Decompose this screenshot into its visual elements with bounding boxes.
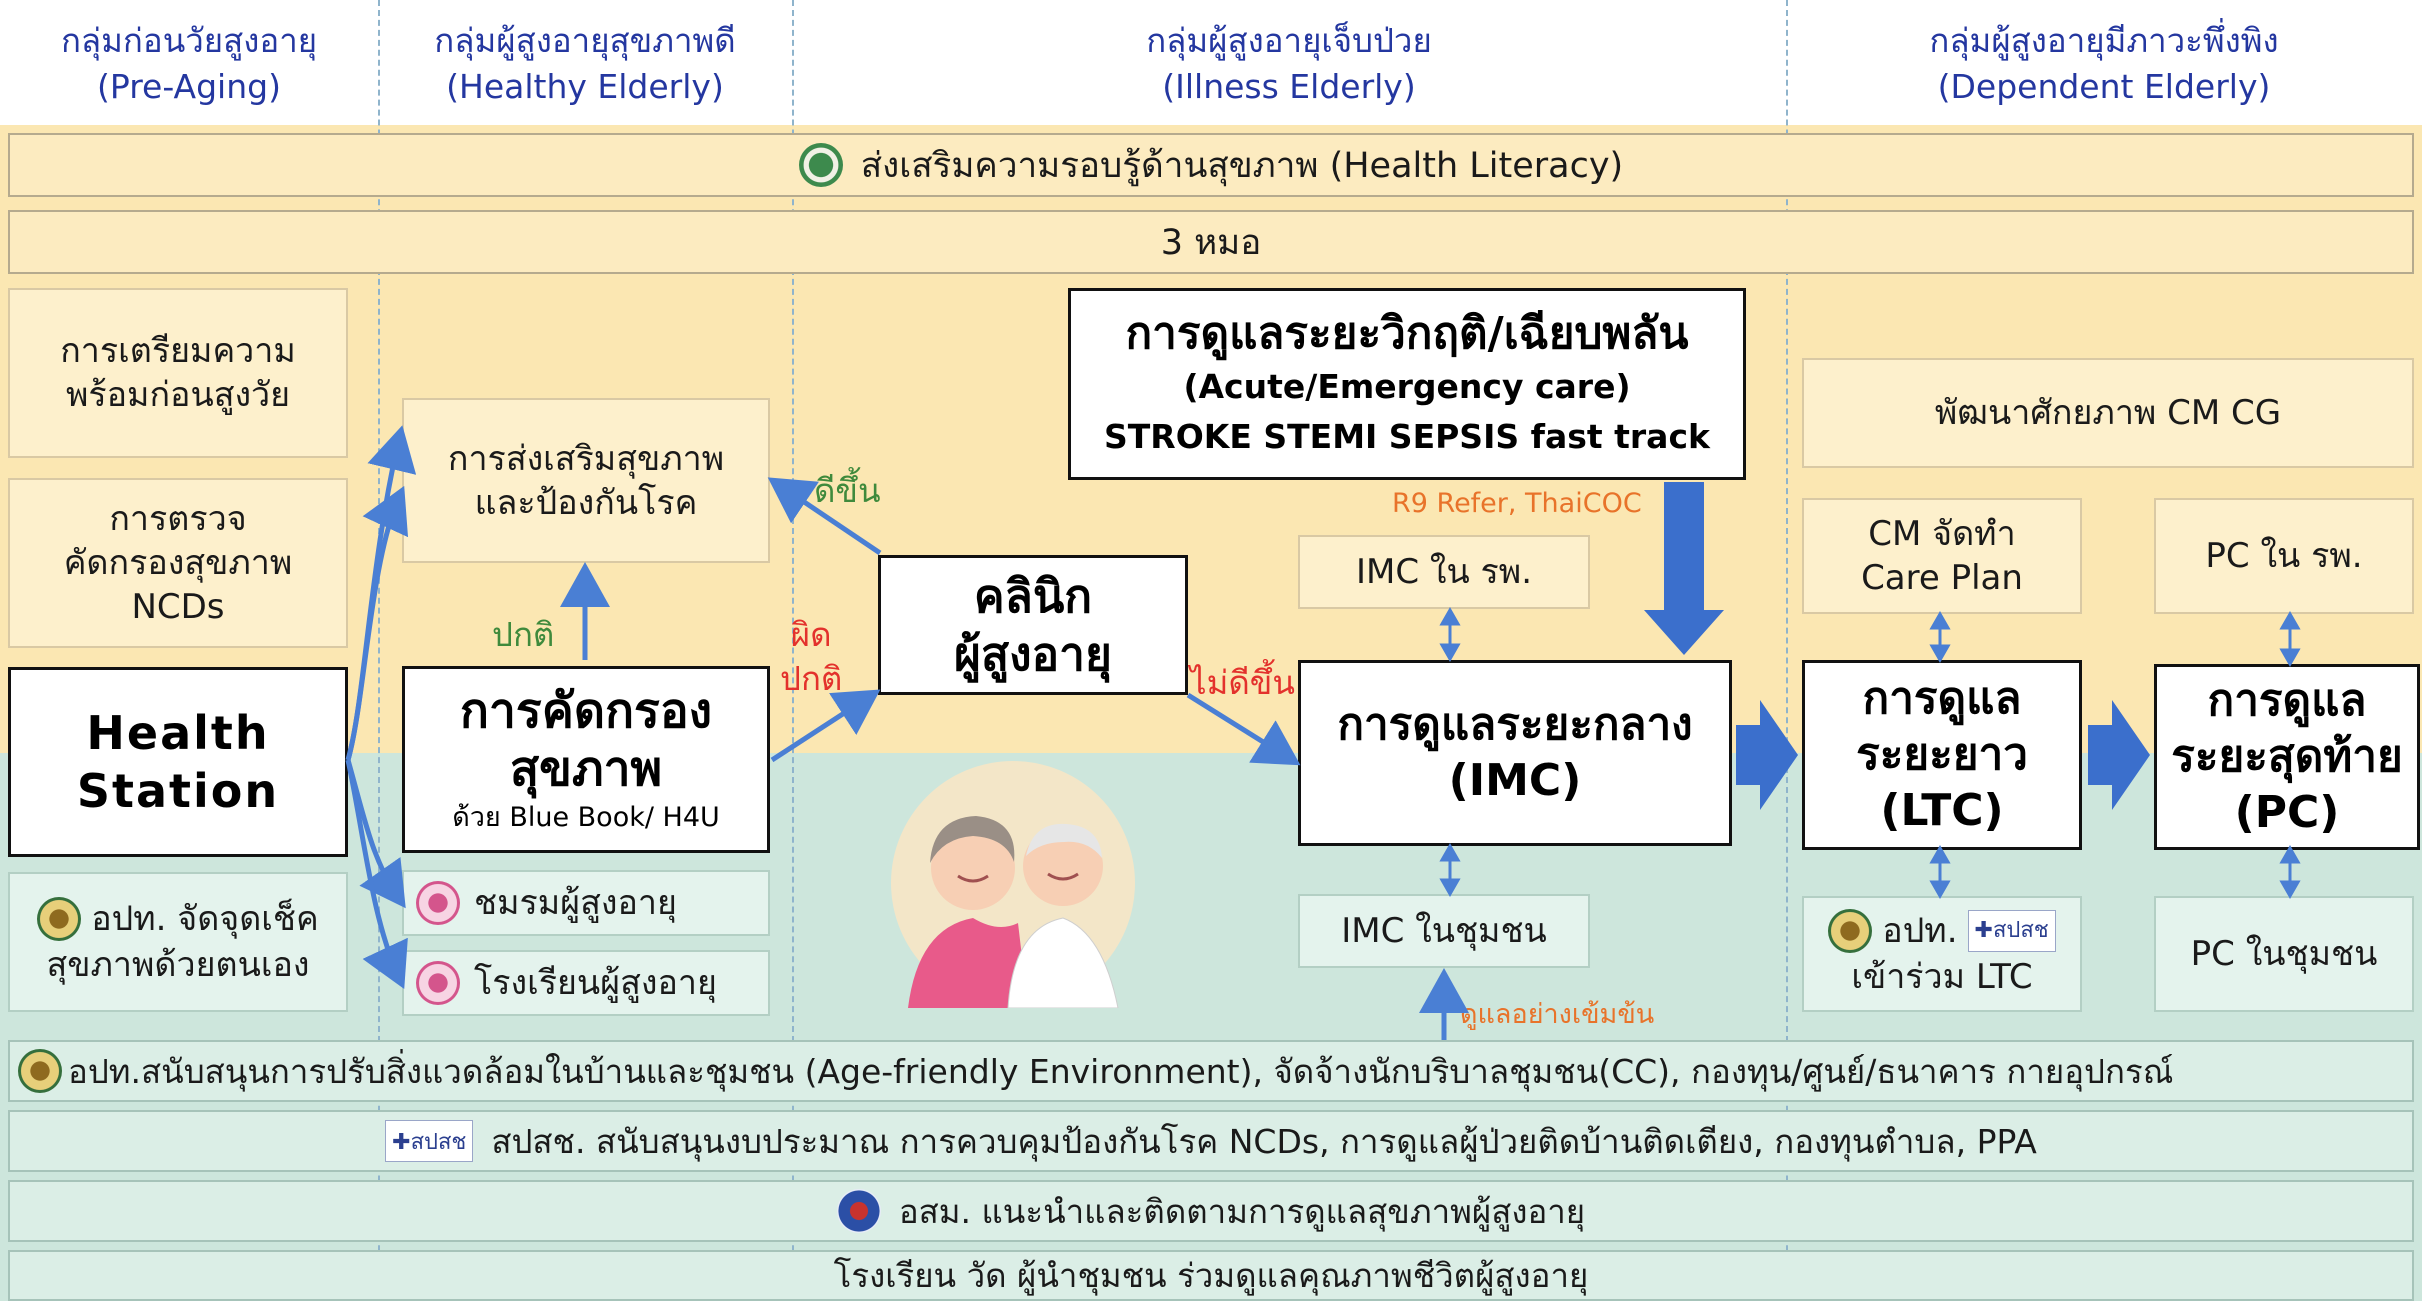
ltc-line: ระยะยาว <box>1856 729 2028 780</box>
health-screening-line: สุขภาพ <box>509 740 663 797</box>
better-label: ดีขึ้น <box>814 471 881 510</box>
pc-community-box: PC ในชุมชน <box>2154 896 2414 1012</box>
osm-emblem-icon <box>836 1189 881 1233</box>
three-mor-band: 3 หมอ <box>8 210 2414 274</box>
pc-line: การดูแล <box>2207 675 2367 726</box>
promotion-line: และป้องกันโรค <box>474 482 698 523</box>
column-divider <box>378 0 380 1301</box>
pc-hospital-box: PC ใน รพ. <box>2154 498 2414 614</box>
ltc-box: การดูแล ระยะยาว (LTC) <box>1802 660 2082 850</box>
imc-line: (IMC) <box>1448 755 1582 806</box>
health-station-line: Health <box>86 706 270 760</box>
elderly-clinic-box: คลินิก ผู้สูงอายุ <box>878 555 1188 695</box>
intensive-care-label: ดูแลอย่างเข้มข้น <box>1460 999 1655 1030</box>
nhso-band: ✚สปสช สปสช. สนับสนุนงบประมาณ การควบคุมป้… <box>8 1110 2414 1172</box>
column-title-th: กลุ่มผู้สูงอายุสุขภาพดี <box>434 21 736 60</box>
care-plan-line: Care Plan <box>1861 558 2023 598</box>
elderly-school-label: โรงเรียนผู้สูงอายุ <box>474 963 717 1003</box>
elderly-couple-illustration <box>891 761 1135 1008</box>
column-title-en: (Healthy Elderly) <box>446 67 724 106</box>
self-check-line: สุขภาพด้วยตนเอง <box>46 945 310 985</box>
ltc-line: การดูแล <box>1862 673 2022 724</box>
column-title-th: กลุ่มผู้สูงอายุมีภาวะพึ่งพิง <box>1929 21 2279 60</box>
care-plan-line: CM จัดทำ <box>1868 514 2016 554</box>
nhso-logo-icon: ✚สปสช <box>385 1120 474 1162</box>
imc-community-box: IMC ในชุมชน <box>1298 894 1590 968</box>
moph-emblem-icon <box>798 143 843 187</box>
local-gov-seal-icon <box>1828 909 1873 953</box>
ncd-screen-line: การตรวจ <box>109 499 247 539</box>
column-title-en: (Dependent Elderly) <box>1937 67 2271 106</box>
elderly-clinic-line: คลินิก <box>973 569 1093 623</box>
three-mor-text: 3 หมอ <box>1160 222 1262 263</box>
elderly-school-icon <box>416 961 460 1005</box>
local-gov-seal-icon <box>37 897 82 941</box>
column-title-en: (Illness Elderly) <box>1162 67 1416 106</box>
health-screening-subtitle: ด้วย Blue Book/ H4U <box>452 801 720 833</box>
promotion-line: การส่งเสริมสุขภาพ <box>447 438 725 479</box>
prep-box: การเตรียมความ พร้อมก่อนสูงวัย <box>8 288 348 458</box>
elderly-school-box: โรงเรียนผู้สูงอายุ <box>402 950 770 1016</box>
column-title-en: (Pre-Aging) <box>97 67 281 106</box>
health-screening-box: การคัดกรอง สุขภาพ ด้วย Blue Book/ H4U <box>402 666 770 853</box>
acute-care-box: การดูแลระยะวิกฤติ/เฉียบพลัน (Acute/Emerg… <box>1068 288 1746 480</box>
ltc-line: (LTC) <box>1880 785 2004 836</box>
osm-text: อสม. แนะนำและติดตามการดูแลสุขภาพผู้สูงอา… <box>898 1191 1586 1231</box>
ncd-screen-line: คัดกรองสุขภาพ <box>63 543 293 583</box>
column-header-dependent: กลุ่มผู้สูงอายุมีภาวะพึ่งพิง (Dependent … <box>1786 18 2422 110</box>
nhso-text: สปสช. สนับสนุนงบประมาณ การควบคุมป้องกันโ… <box>491 1121 2037 1161</box>
not-better-label: ไม่ดีขึ้น <box>1190 663 1295 702</box>
column-divider <box>792 0 794 1301</box>
self-check-line: อปท. จัดจุดเช็ค <box>91 899 319 939</box>
care-plan-box: CM จัดทำ Care Plan <box>1802 498 2082 614</box>
community-text: โรงเรียน วัด ผู้นำชุมชน ร่วมดูแลคุณภาพชี… <box>833 1256 1589 1295</box>
column-header-pre-aging: กลุ่มก่อนวัยสูงอายุ (Pre-Aging) <box>0 18 378 110</box>
pc-line: (PC) <box>2234 787 2340 838</box>
pc-box: การดูแล ระยะสุดท้าย (PC) <box>2154 664 2420 850</box>
self-check-box: อปท. จัดจุดเช็ค สุขภาพด้วยตนเอง <box>8 872 348 1012</box>
local-gov-support-text: อปท.สนับสนุนการปรับสิ่งแวดล้อมในบ้านและช… <box>68 1051 2174 1091</box>
acute-care-title: การดูแลระยะวิกฤติ/เฉียบพลัน <box>1125 308 1689 359</box>
column-header-healthy: กลุ่มผู้สูงอายุสุขภาพดี (Healthy Elderly… <box>378 18 792 110</box>
refer-label: R9 Refer, ThaiCOC <box>1392 488 1642 519</box>
ltc-join-line: เข้าร่วม LTC <box>1851 957 2033 997</box>
ncd-screen-box: การตรวจ คัดกรองสุขภาพ NCDs <box>8 478 348 648</box>
elderly-club-icon <box>416 881 460 925</box>
column-header-illness: กลุ่มผู้สูงอายุเจ็บป่วย (Illness Elderly… <box>792 18 1786 110</box>
health-station-line: Station <box>76 764 280 818</box>
acute-care-fasttrack: STROKE STEMI SEPSIS fast track <box>1104 417 1710 456</box>
health-literacy-band: ส่งเสริมความรอบรู้ด้านสุขภาพ (Health Lit… <box>8 133 2414 197</box>
acute-care-subtitle: (Acute/Emergency care) <box>1183 367 1631 406</box>
promotion-box: การส่งเสริมสุขภาพ และป้องกันโรค <box>402 398 770 563</box>
nhso-logo-icon: ✚สปสช <box>1967 910 2056 952</box>
elderly-club-label: ชมรมผู้สูงอายุ <box>474 883 677 923</box>
column-title-th: กลุ่มก่อนวัยสูงอายุ <box>60 21 318 60</box>
header-background <box>0 0 2422 125</box>
imc-box: การดูแลระยะกลาง (IMC) <box>1298 660 1732 846</box>
local-gov-seal-icon <box>18 1049 62 1093</box>
local-gov-support-band: อปท.สนับสนุนการปรับสิ่งแวดล้อมในบ้านและช… <box>8 1040 2414 1102</box>
health-station-box: Health Station <box>8 667 348 857</box>
column-title-th: กลุ่มผู้สูงอายุเจ็บป่วย <box>1146 21 1432 60</box>
normal-label: ปกติ <box>492 615 555 654</box>
imc-line: การดูแลระยะกลาง <box>1337 699 1693 750</box>
prep-line: พร้อมก่อนสูงวัย <box>65 375 291 415</box>
pc-line: ระยะสุดท้าย <box>2171 731 2403 782</box>
ltc-join-line: อปท. <box>1882 911 1958 951</box>
ncd-screen-line: NCDs <box>131 587 225 627</box>
elderly-clinic-line: ผู้สูงอายุ <box>954 627 1112 681</box>
imc-hospital-box: IMC ใน รพ. <box>1298 535 1590 609</box>
elderly-club-box: ชมรมผู้สูงอายุ <box>402 870 770 936</box>
community-band: โรงเรียน วัด ผู้นำชุมชน ร่วมดูแลคุณภาพชี… <box>8 1250 2414 1301</box>
abnormal-line: ผิด <box>790 615 832 654</box>
osm-band: อสม. แนะนำและติดตามการดูแลสุขภาพผู้สูงอา… <box>8 1180 2414 1242</box>
cm-cg-development-box: พัฒนาศักยภาพ CM CG <box>1802 358 2414 468</box>
health-screening-line: การคัดกรอง <box>459 682 713 739</box>
column-divider <box>1786 0 1788 1301</box>
health-literacy-text: ส่งเสริมความรอบรู้ด้านสุขภาพ (Health Lit… <box>860 145 1624 186</box>
prep-line: การเตรียมความ <box>60 331 296 371</box>
ltc-join-box: อปท. ✚สปสช เข้าร่วม LTC <box>1802 896 2082 1012</box>
